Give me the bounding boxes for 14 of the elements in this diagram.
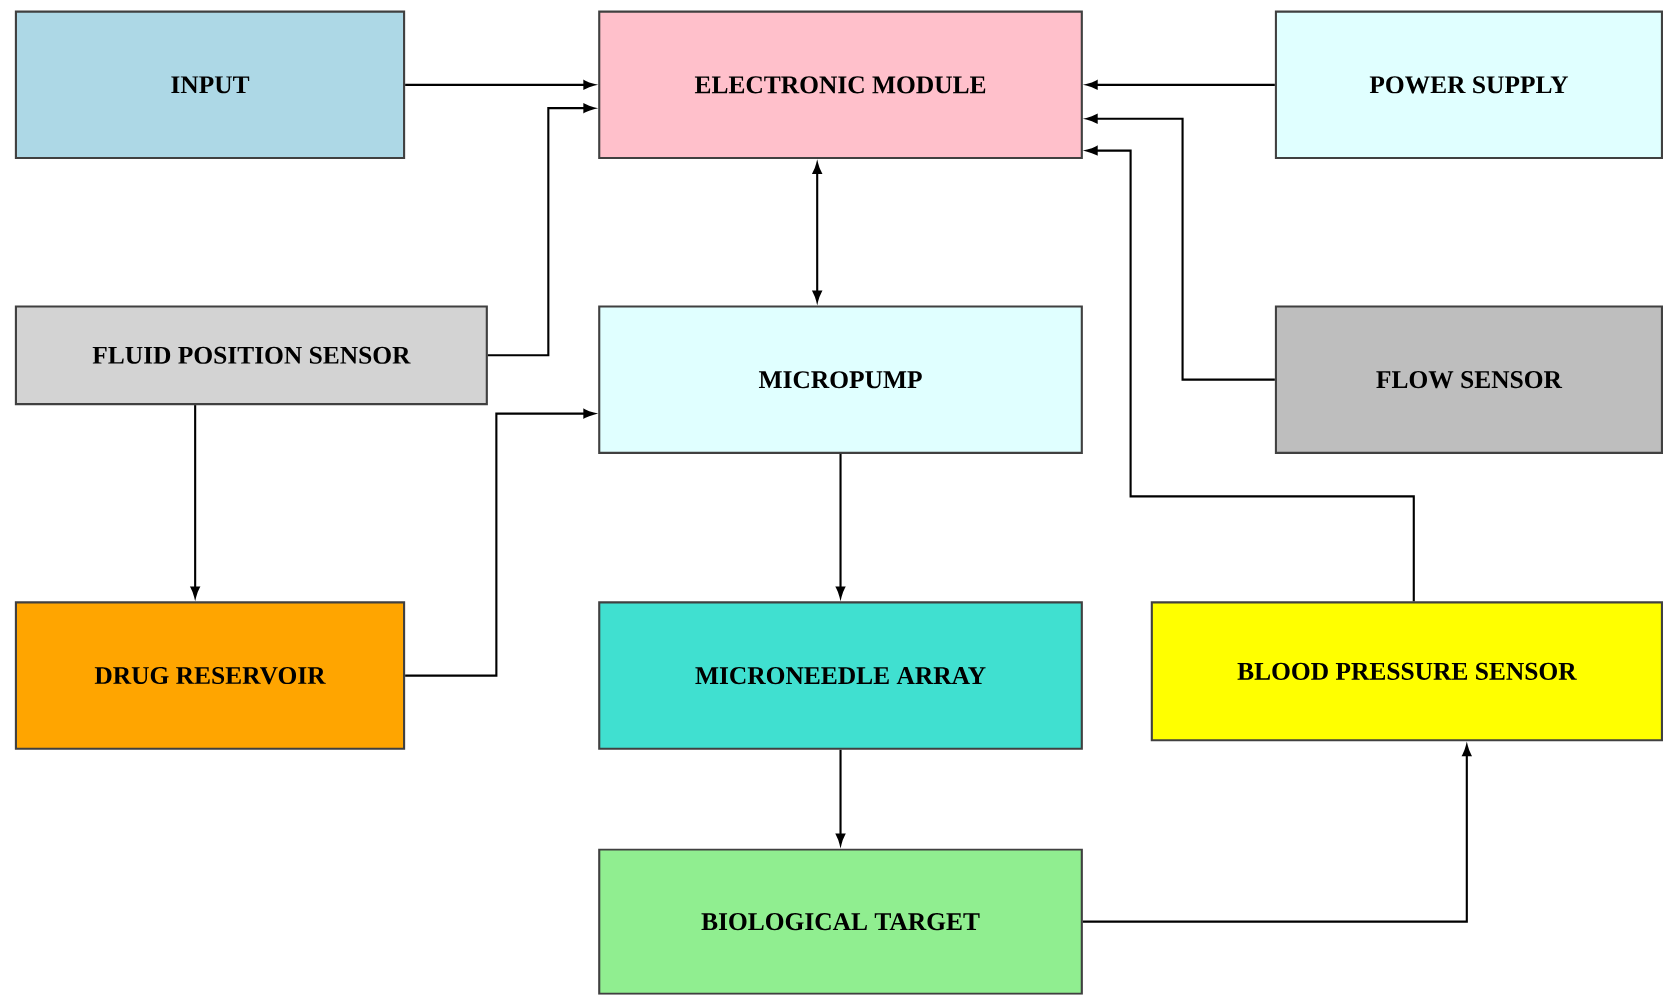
process-box: BIOLOGICAL TARGET [598,848,1083,995]
process-box: INPUT [14,10,406,160]
process-box: FLUID POSITION SENSOR [14,305,488,406]
process-box: ELECTRONIC MODULE [598,10,1083,160]
arrow [1082,744,1472,923]
process-box: DRUG RESERVOIR [14,601,406,750]
arrow [405,80,595,90]
arrow [1086,80,1275,90]
arrow [190,405,200,598]
arrow [487,103,595,357]
process-box: MICROPUMP [598,305,1083,454]
process-box: BLOOD PRESSURE SENSOR [1150,601,1663,742]
process-box: POWER SUPPLY [1274,10,1663,160]
process-box: MICRONEEDLE ARRAY [598,601,1083,750]
